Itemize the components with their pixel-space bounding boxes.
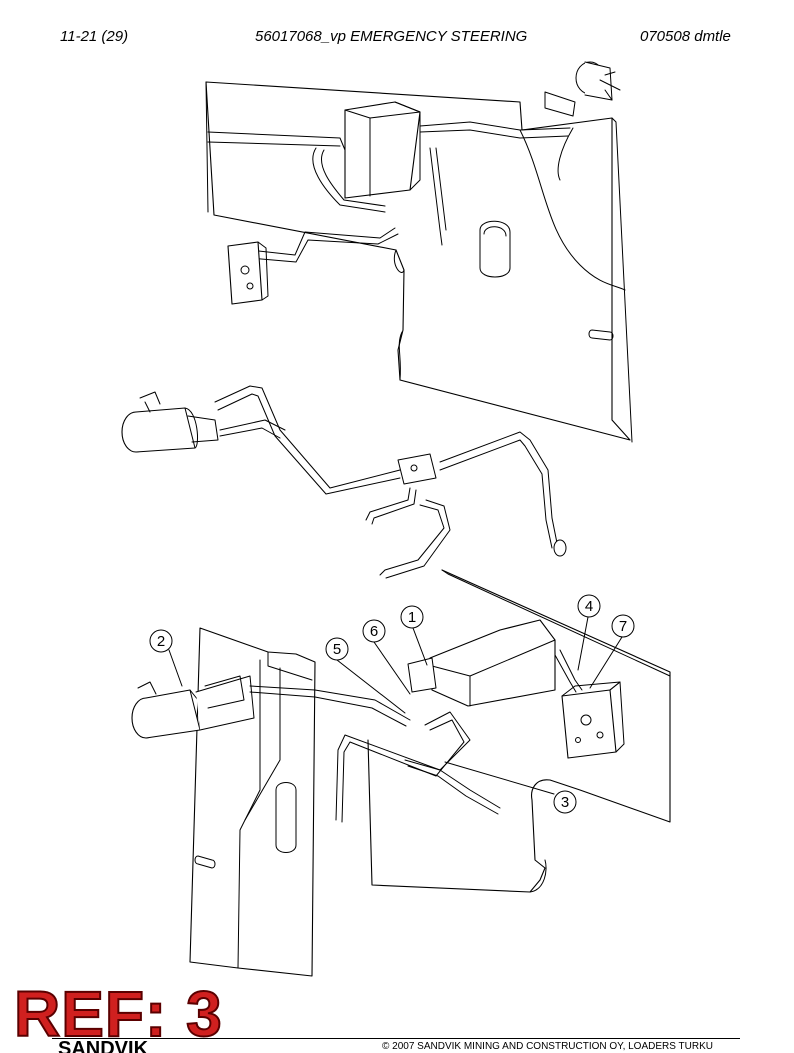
lower-hydraulic-lines	[249, 649, 583, 823]
callout-1: 1	[400, 605, 424, 629]
upper-hydraulic-lines	[207, 121, 574, 263]
middle-tee-fitting	[397, 453, 567, 557]
callout-2-label: 2	[157, 633, 165, 650]
lower-valve-block	[407, 619, 556, 707]
callout-4: 4	[577, 594, 601, 618]
middle-hydraulic-lines	[214, 385, 559, 579]
lower-directional-valve	[561, 681, 625, 759]
header-page-number: 11-21 (29)	[60, 28, 129, 45]
lower-left-plate	[189, 627, 316, 977]
middle-motor	[121, 391, 219, 453]
ref-stamp: REF: 3	[13, 978, 223, 1050]
upper-valve-block	[344, 101, 421, 199]
footer-rule	[52, 1038, 740, 1039]
callout-leaders	[168, 616, 623, 795]
copyright-notice: © 2007 SANDVIK MINING AND CONSTRUCTION O…	[382, 1041, 713, 1052]
header-revision: 070508 dmtle	[640, 28, 731, 45]
callout-3: 3	[553, 790, 577, 814]
sandvik-logo: SANDVIK	[58, 1039, 149, 1053]
callout-6-label: 6	[370, 623, 378, 640]
header-title: 56017068_vp EMERGENCY STEERING	[255, 28, 528, 45]
callout-7: 7	[611, 614, 635, 638]
callout-3-label: 3	[561, 794, 569, 811]
callout-2: 2	[149, 629, 173, 653]
callout-4-label: 4	[585, 598, 593, 615]
callout-7-label: 7	[619, 618, 627, 635]
callout-6: 6	[362, 619, 386, 643]
callout-1-label: 1	[408, 609, 416, 626]
lower-motor	[131, 675, 255, 739]
callout-5: 5	[325, 637, 349, 661]
upper-cylinder	[544, 61, 621, 117]
upper-directional-valve	[227, 241, 269, 305]
lower-right-plate	[367, 569, 671, 893]
callout-5-label: 5	[333, 641, 341, 658]
